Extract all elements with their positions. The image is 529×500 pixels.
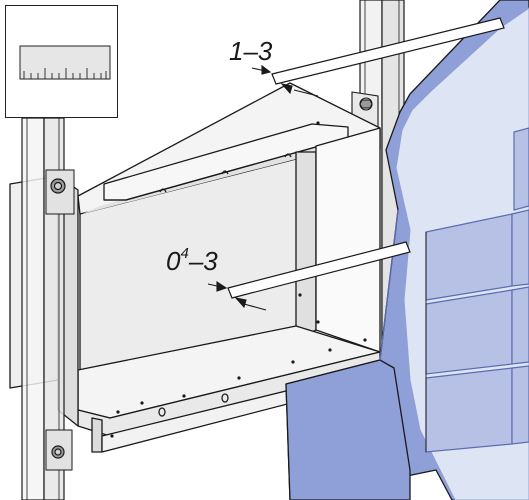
dimension-label-top: 1–3	[229, 36, 272, 67]
ruler-inset	[5, 5, 118, 118]
dimension-mid-superscript: 4	[180, 245, 189, 262]
dimension-rod-mid	[227, 241, 411, 299]
steel-back-box	[77, 82, 381, 453]
dimension-top-value: 1–3	[229, 36, 273, 66]
ruler-icon	[19, 45, 111, 80]
dimension-label-mid: 04–3	[166, 245, 218, 277]
dimension-arrows-top	[251, 64, 319, 97]
dimension-arrows-mid	[207, 280, 267, 311]
wall-tiles	[425, 127, 529, 453]
dimension-mid-tail: –3	[188, 246, 218, 276]
dimension-mid-main: 0	[166, 246, 181, 276]
left-stud	[21, 117, 75, 500]
dimension-rod-top	[271, 17, 505, 85]
